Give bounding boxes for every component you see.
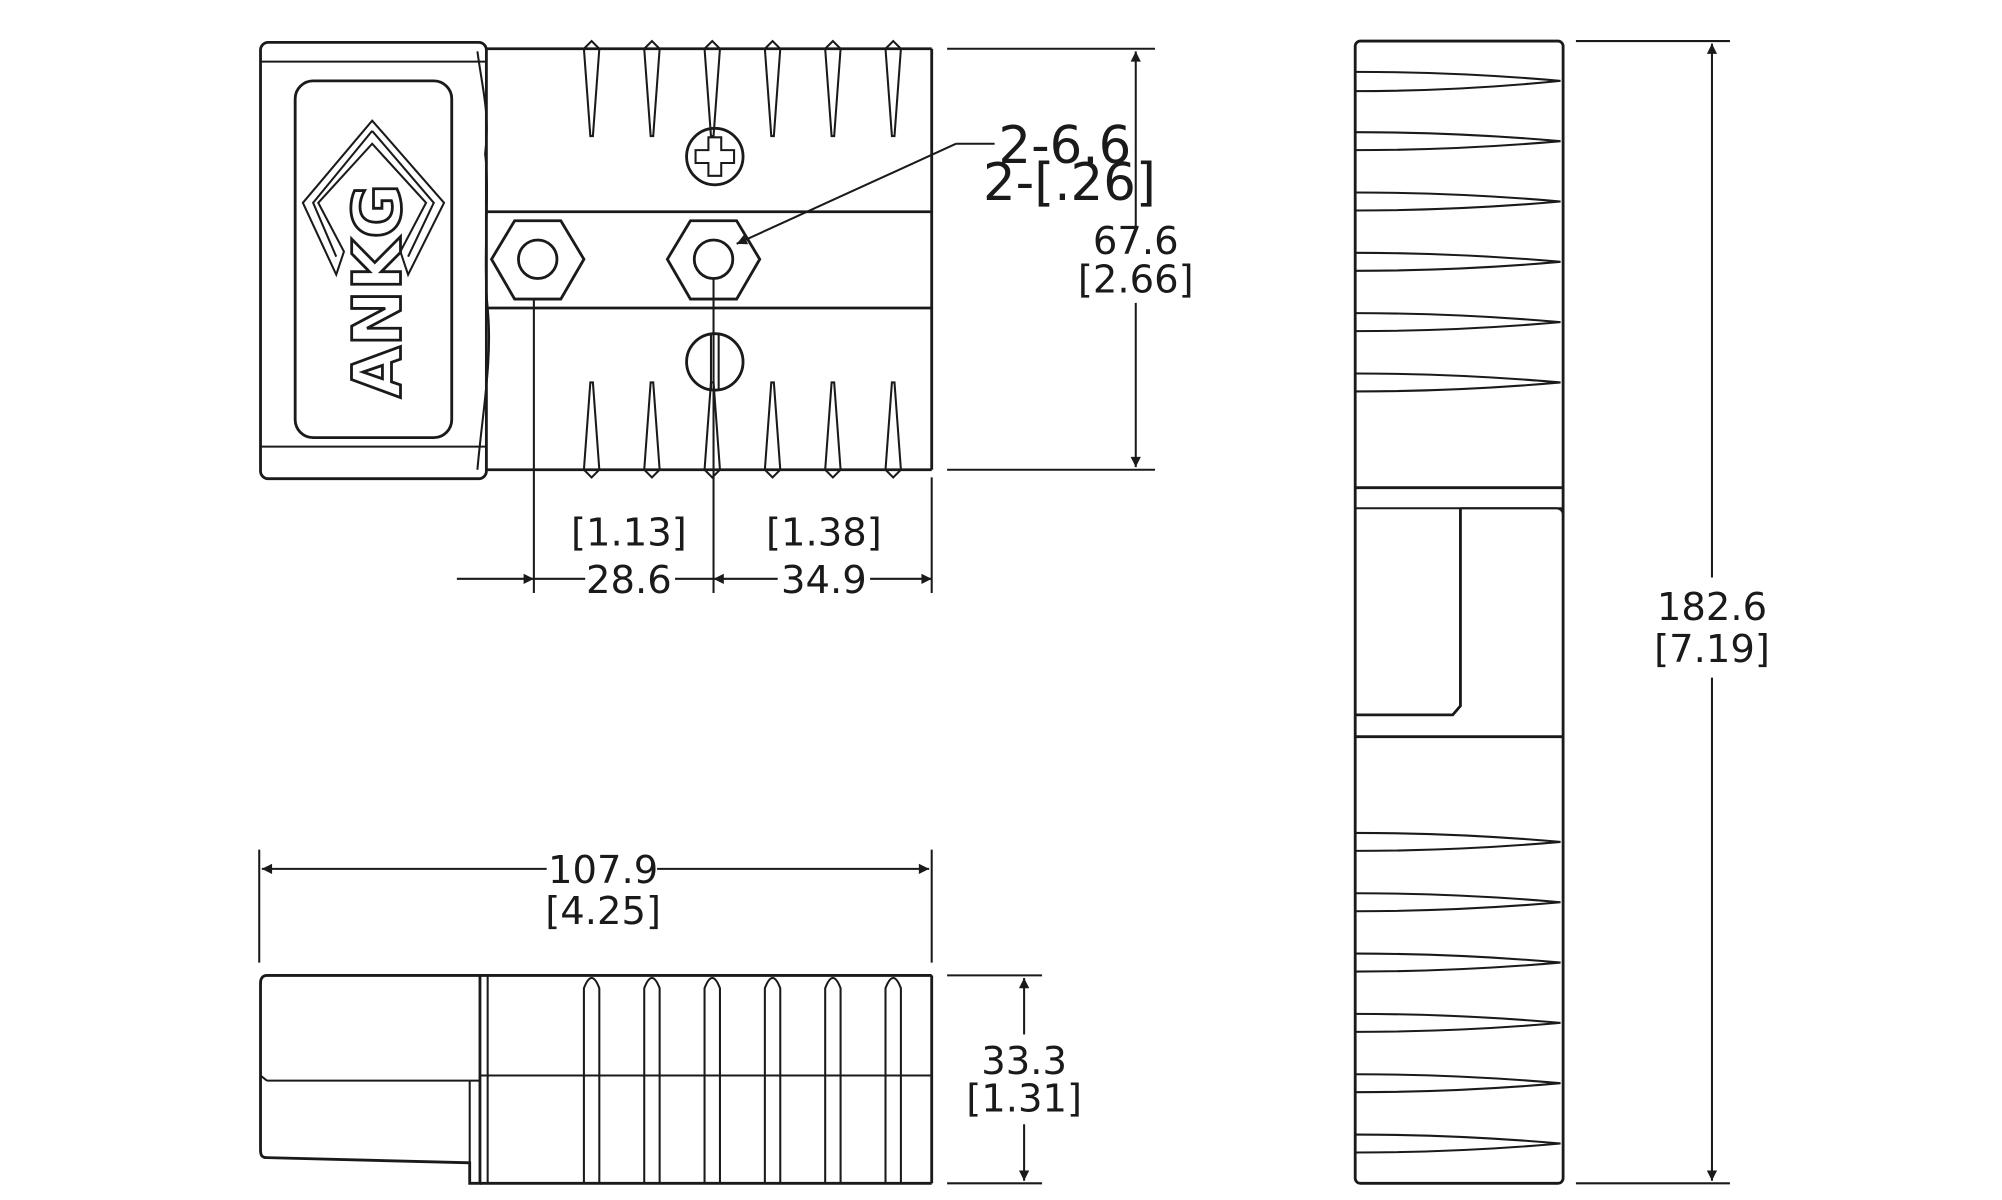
overall-dimension-inch: [7.19] — [1654, 627, 1770, 672]
hole-callout-inch: 2-[.26] — [983, 153, 1156, 213]
pitch-dimension-metric: 28.6 — [586, 558, 672, 603]
front-latch-section — [1355, 486, 1565, 739]
thickness-dimension-inch: [1.31] — [966, 1076, 1082, 1121]
overall-dimension-metric: 182.6 — [1657, 585, 1767, 630]
cooling-fins-upper — [582, 39, 902, 138]
cooling-fins-lower — [582, 381, 902, 479]
pitch-dimension-inch: [1.13] — [571, 510, 687, 555]
phillips-screw-icon — [685, 126, 745, 187]
hole-callout-metric: 2-6.6 — [998, 116, 1131, 176]
length-dimension-inch: [4.25] — [545, 889, 661, 934]
offset-dimension-metric: 34.9 — [781, 558, 867, 603]
front-fins-upper — [1355, 70, 1561, 393]
thickness-dimension-metric: 33.3 — [981, 1039, 1067, 1084]
top-view: ANKG — [259, 39, 1194, 603]
side-view: 107.9 [4.25] 33.3 [1.31] — [258, 848, 1082, 1185]
height-dimension-inch: [2.66] — [1078, 258, 1194, 303]
logo-text: ANKG — [338, 184, 416, 398]
front-view: 182.6 [7.19] — [1353, 39, 1770, 1185]
connector-body-side — [259, 973, 934, 1185]
length-dimension-metric: 107.9 — [548, 848, 658, 893]
handle-block — [259, 40, 491, 481]
ankg-logo: ANKG — [301, 119, 446, 399]
slotted-pin-icon — [685, 332, 745, 392]
connector-body-top — [486, 47, 934, 472]
front-fins-lower — [1355, 831, 1561, 1154]
side-fins — [582, 976, 902, 1184]
offset-dimension-inch: [1.38] — [766, 510, 882, 555]
height-dimension-metric: 67.6 — [1093, 219, 1179, 264]
hex-nut-left — [489, 219, 586, 301]
